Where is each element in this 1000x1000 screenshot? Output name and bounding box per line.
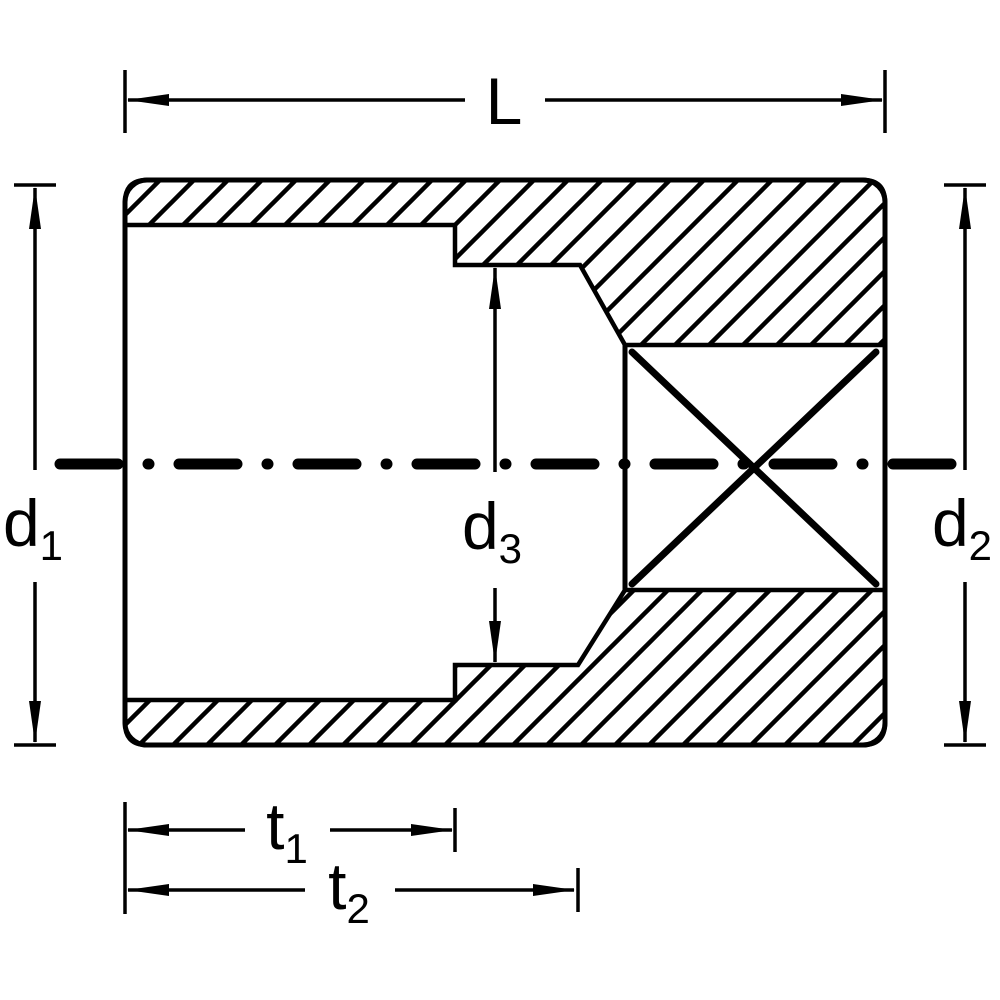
dimension-length: L xyxy=(123,64,887,138)
dimension-d3: d3 xyxy=(462,267,522,663)
dimension-label-t2: t2 xyxy=(328,849,370,932)
t2-label-sub: 2 xyxy=(346,885,369,932)
d2-label-base: d xyxy=(932,486,969,560)
dimension-label-length: L xyxy=(486,64,523,138)
dimension-t2: t2 xyxy=(127,849,580,932)
dimension-d2: d2 xyxy=(932,183,992,747)
dimension-label-d2: d2 xyxy=(932,486,992,569)
dimension-t1: t1 xyxy=(123,789,457,914)
socket-body xyxy=(54,177,981,748)
t2-label-base: t xyxy=(328,849,346,923)
d1-label-sub: 1 xyxy=(40,522,63,569)
d3-label-sub: 3 xyxy=(499,525,522,572)
dimension-label-t1: t1 xyxy=(266,789,308,872)
t1-label-sub: 1 xyxy=(284,825,307,872)
top-wall-section-hatch xyxy=(122,177,888,348)
dimension-label-d1: d1 xyxy=(3,486,63,569)
length-label-base: L xyxy=(486,64,523,138)
square-drive-cross xyxy=(628,348,880,588)
d1-label-base: d xyxy=(3,486,40,560)
d3-label-base: d xyxy=(462,489,499,563)
t1-label-base: t xyxy=(266,789,284,863)
dimension-label-d3: d3 xyxy=(462,489,522,572)
bottom-wall-section-hatch xyxy=(122,587,888,748)
dimension-d1: d1 xyxy=(3,183,63,747)
square-drive-cross-line-2 xyxy=(628,348,880,588)
d2-label-sub: 2 xyxy=(969,522,992,569)
